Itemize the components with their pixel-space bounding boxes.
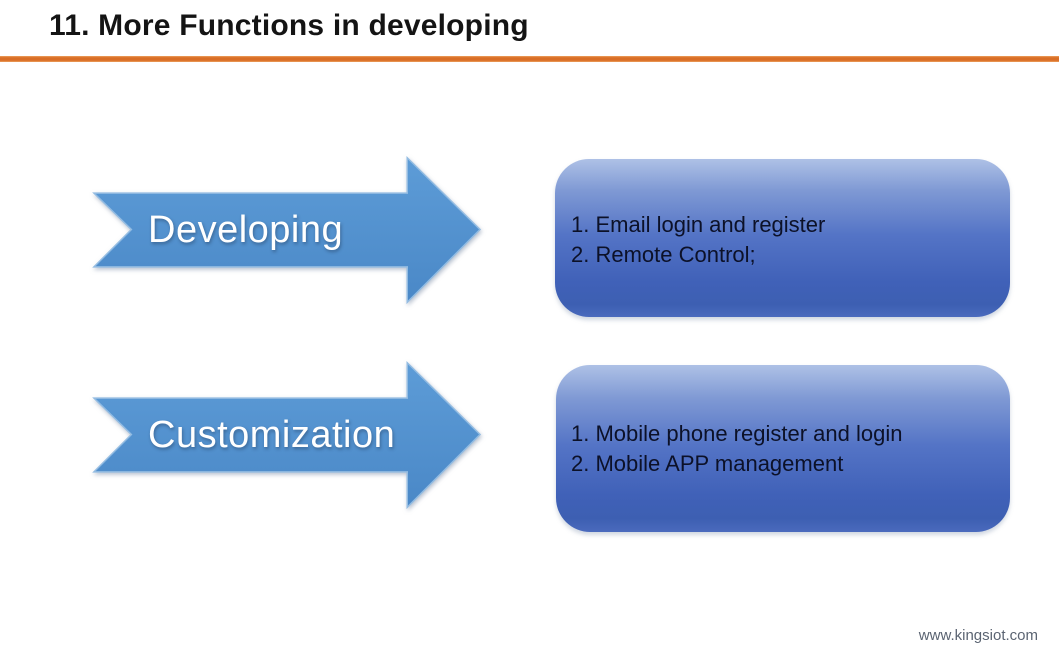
panel-developing: 1. Email login and register 2. Remote Co… <box>555 159 1010 317</box>
arrow-label-developing: Developing <box>148 208 344 251</box>
website-url: www.kingsiot.com <box>918 627 1038 644</box>
panel-list-item: 2. Remote Control; <box>571 242 756 267</box>
right-arrow-icon <box>92 155 482 305</box>
arrow-developing: Developing <box>92 155 482 305</box>
panel-customization: 1. Mobile phone register and login 2. Mo… <box>556 365 1010 532</box>
panel-list-item: 1. Mobile phone register and login <box>571 421 903 446</box>
arrow-customization: Customization <box>92 360 482 510</box>
panel-list-item: 2. Mobile APP management <box>571 451 844 476</box>
right-arrow-icon <box>92 360 482 510</box>
page-title: 11. More Functions in developing <box>49 9 529 42</box>
arrow-label-customization: Customization <box>148 413 396 456</box>
panel-list-item: 1. Email login and register <box>571 212 826 237</box>
accent-divider <box>0 56 1059 62</box>
